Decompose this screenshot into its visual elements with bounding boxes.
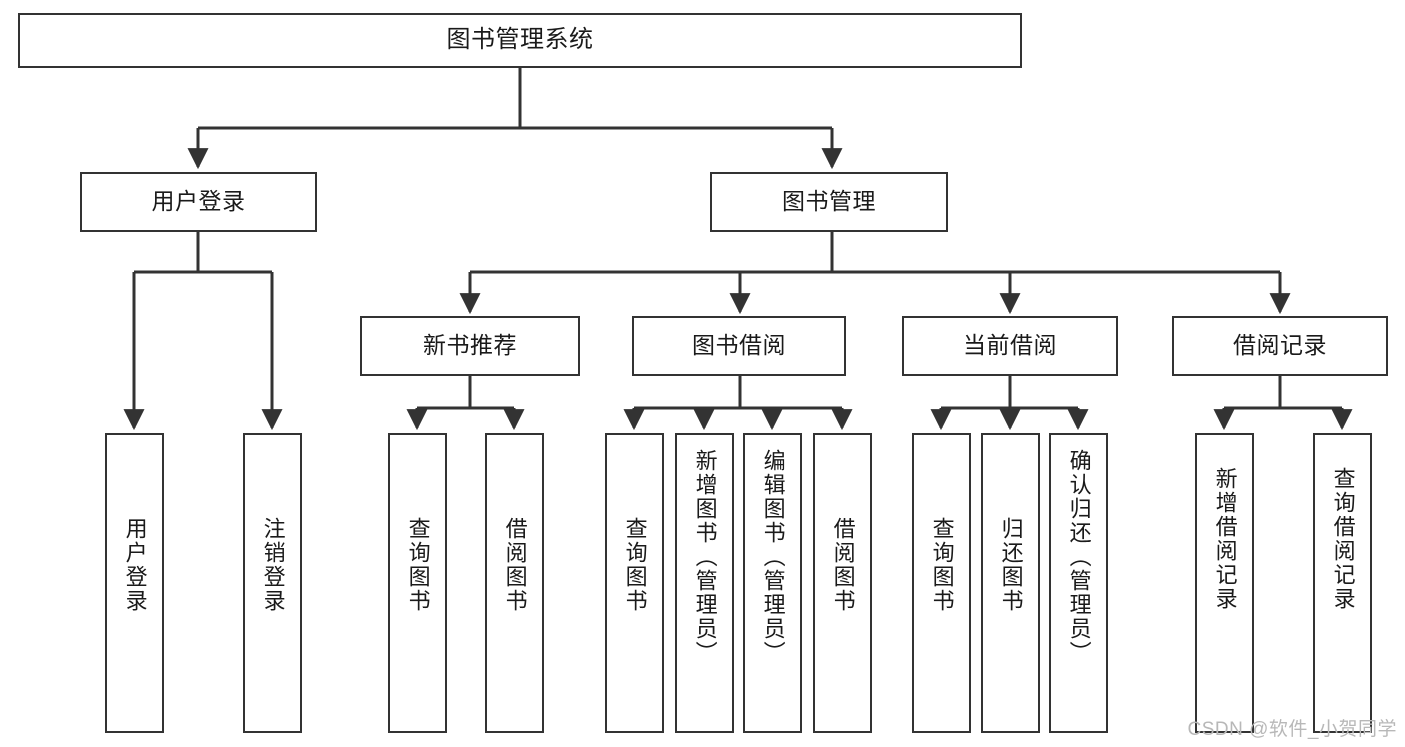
node-label: 查询图书 xyxy=(622,517,648,613)
node-label: 查询图书 xyxy=(405,517,431,613)
node-label: 新书推荐 xyxy=(423,332,517,359)
node-label: 用户登录 xyxy=(151,188,246,215)
watermark-text: CSDN @软件_小贺同学 xyxy=(1187,719,1397,740)
node-label: 图书借阅 xyxy=(692,332,786,359)
node-label: 注销登录 xyxy=(260,517,286,613)
node-label: 新增图书（管理员） xyxy=(692,449,718,665)
node-leaf-add-borrow-record[interactable]: 新增借阅记录 xyxy=(1195,433,1254,733)
node-group-book-borrow[interactable]: 图书借阅 xyxy=(632,316,846,376)
node-leaf-return-book[interactable]: 归还图书 xyxy=(981,433,1040,733)
node-leaf-confirm-return-admin[interactable]: 确认归还（管理员） xyxy=(1049,433,1108,733)
node-branch-user-login[interactable]: 用户登录 xyxy=(80,172,317,232)
node-label: 借阅图书 xyxy=(502,517,528,613)
node-group-new-book-recommend[interactable]: 新书推荐 xyxy=(360,316,580,376)
node-leaf-borrow-book[interactable]: 借阅图书 xyxy=(813,433,872,733)
node-label: 查询借阅记录 xyxy=(1330,467,1356,611)
node-label: 用户登录 xyxy=(122,517,148,613)
node-label: 查询图书 xyxy=(929,517,955,613)
node-label: 编辑图书（管理员） xyxy=(760,449,786,665)
node-leaf-query-borrow-record[interactable]: 查询借阅记录 xyxy=(1313,433,1372,733)
node-label: 当前借阅 xyxy=(963,332,1057,359)
node-leaf-user-login[interactable]: 用户登录 xyxy=(105,433,164,733)
node-leaf-borrow-book-recommend[interactable]: 借阅图书 xyxy=(485,433,544,733)
node-leaf-add-book-admin[interactable]: 新增图书（管理员） xyxy=(675,433,734,733)
node-leaf-query-book-recommend[interactable]: 查询图书 xyxy=(388,433,447,733)
node-label: 图书管理系统 xyxy=(446,26,594,54)
node-label: 借阅记录 xyxy=(1233,332,1327,359)
node-label: 确认归还（管理员） xyxy=(1066,449,1092,665)
node-label: 新增借阅记录 xyxy=(1212,467,1238,611)
node-label: 归还图书 xyxy=(998,517,1024,613)
node-root-system[interactable]: 图书管理系统 xyxy=(18,13,1022,68)
node-label: 借阅图书 xyxy=(830,517,856,613)
node-leaf-query-book-borrow[interactable]: 查询图书 xyxy=(605,433,664,733)
node-label: 图书管理 xyxy=(782,188,876,215)
node-branch-book-management[interactable]: 图书管理 xyxy=(710,172,948,232)
node-leaf-logout[interactable]: 注销登录 xyxy=(243,433,302,733)
node-leaf-query-book-current[interactable]: 查询图书 xyxy=(912,433,971,733)
node-group-current-borrow[interactable]: 当前借阅 xyxy=(902,316,1118,376)
node-leaf-edit-book-admin[interactable]: 编辑图书（管理员） xyxy=(743,433,802,733)
node-group-borrow-record[interactable]: 借阅记录 xyxy=(1172,316,1388,376)
